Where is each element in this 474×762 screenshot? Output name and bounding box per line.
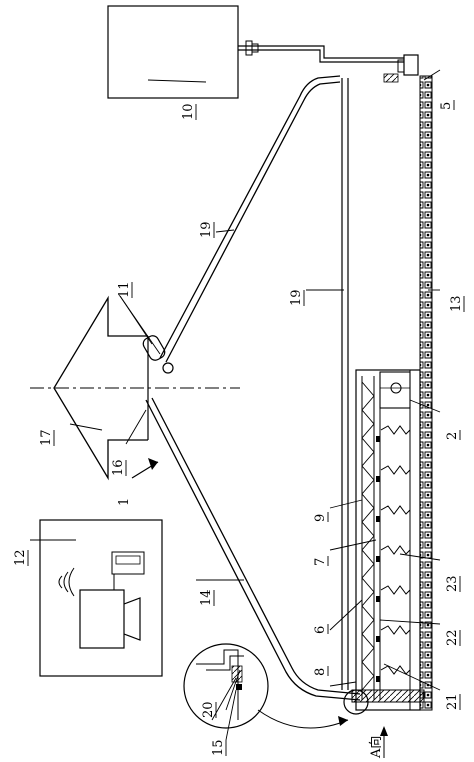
trough (351, 75, 433, 711)
label-9: 9 (313, 514, 328, 522)
label-11: 11 (117, 281, 132, 298)
detail-leader (257, 709, 349, 729)
part-labels: 10 19 11 19 5 13 2 17 16 1 12 9 7 14 23 … (13, 102, 464, 759)
camera-box (39, 519, 163, 677)
spray-nozzle (142, 335, 174, 374)
label-7: 7 (313, 558, 328, 566)
label-22: 22 (445, 629, 460, 646)
inlet-fitting (383, 54, 419, 83)
label-2: 2 (445, 432, 460, 440)
label-19a: 19 (199, 221, 214, 238)
pointer-arrow-1 (131, 458, 159, 479)
label-8: 8 (313, 668, 328, 676)
water-tank (107, 5, 239, 99)
label-underlines (27, 100, 465, 756)
label-20: 20 (201, 701, 216, 718)
lower-diagonal-pipe (151, 397, 361, 695)
supply-pipe (238, 40, 404, 63)
crystal-arrow (53, 295, 148, 481)
vertical-pipe-19 (341, 78, 349, 690)
label-15: 15 (211, 739, 226, 756)
upper-diagonal-pipe (159, 75, 341, 359)
label-21: 21 (445, 693, 460, 710)
label-17: 17 (39, 429, 54, 446)
label-view-a: A向 (368, 736, 384, 759)
camera-icon (58, 551, 145, 649)
label-23: 23 (445, 575, 460, 592)
view-a-arrow (380, 726, 388, 758)
detail-circle (183, 643, 269, 729)
label-13: 13 (449, 295, 464, 312)
label-1: 1 (117, 498, 132, 506)
label-5: 5 (439, 102, 454, 110)
label-19b: 19 (289, 289, 304, 306)
label-16: 16 (111, 459, 126, 476)
label-12: 12 (13, 549, 28, 566)
leader-lines (30, 69, 441, 741)
springs (380, 425, 411, 675)
label-10: 10 (181, 103, 196, 120)
label-14: 14 (199, 589, 214, 606)
label-6: 6 (313, 626, 328, 634)
nozzles (376, 436, 380, 682)
